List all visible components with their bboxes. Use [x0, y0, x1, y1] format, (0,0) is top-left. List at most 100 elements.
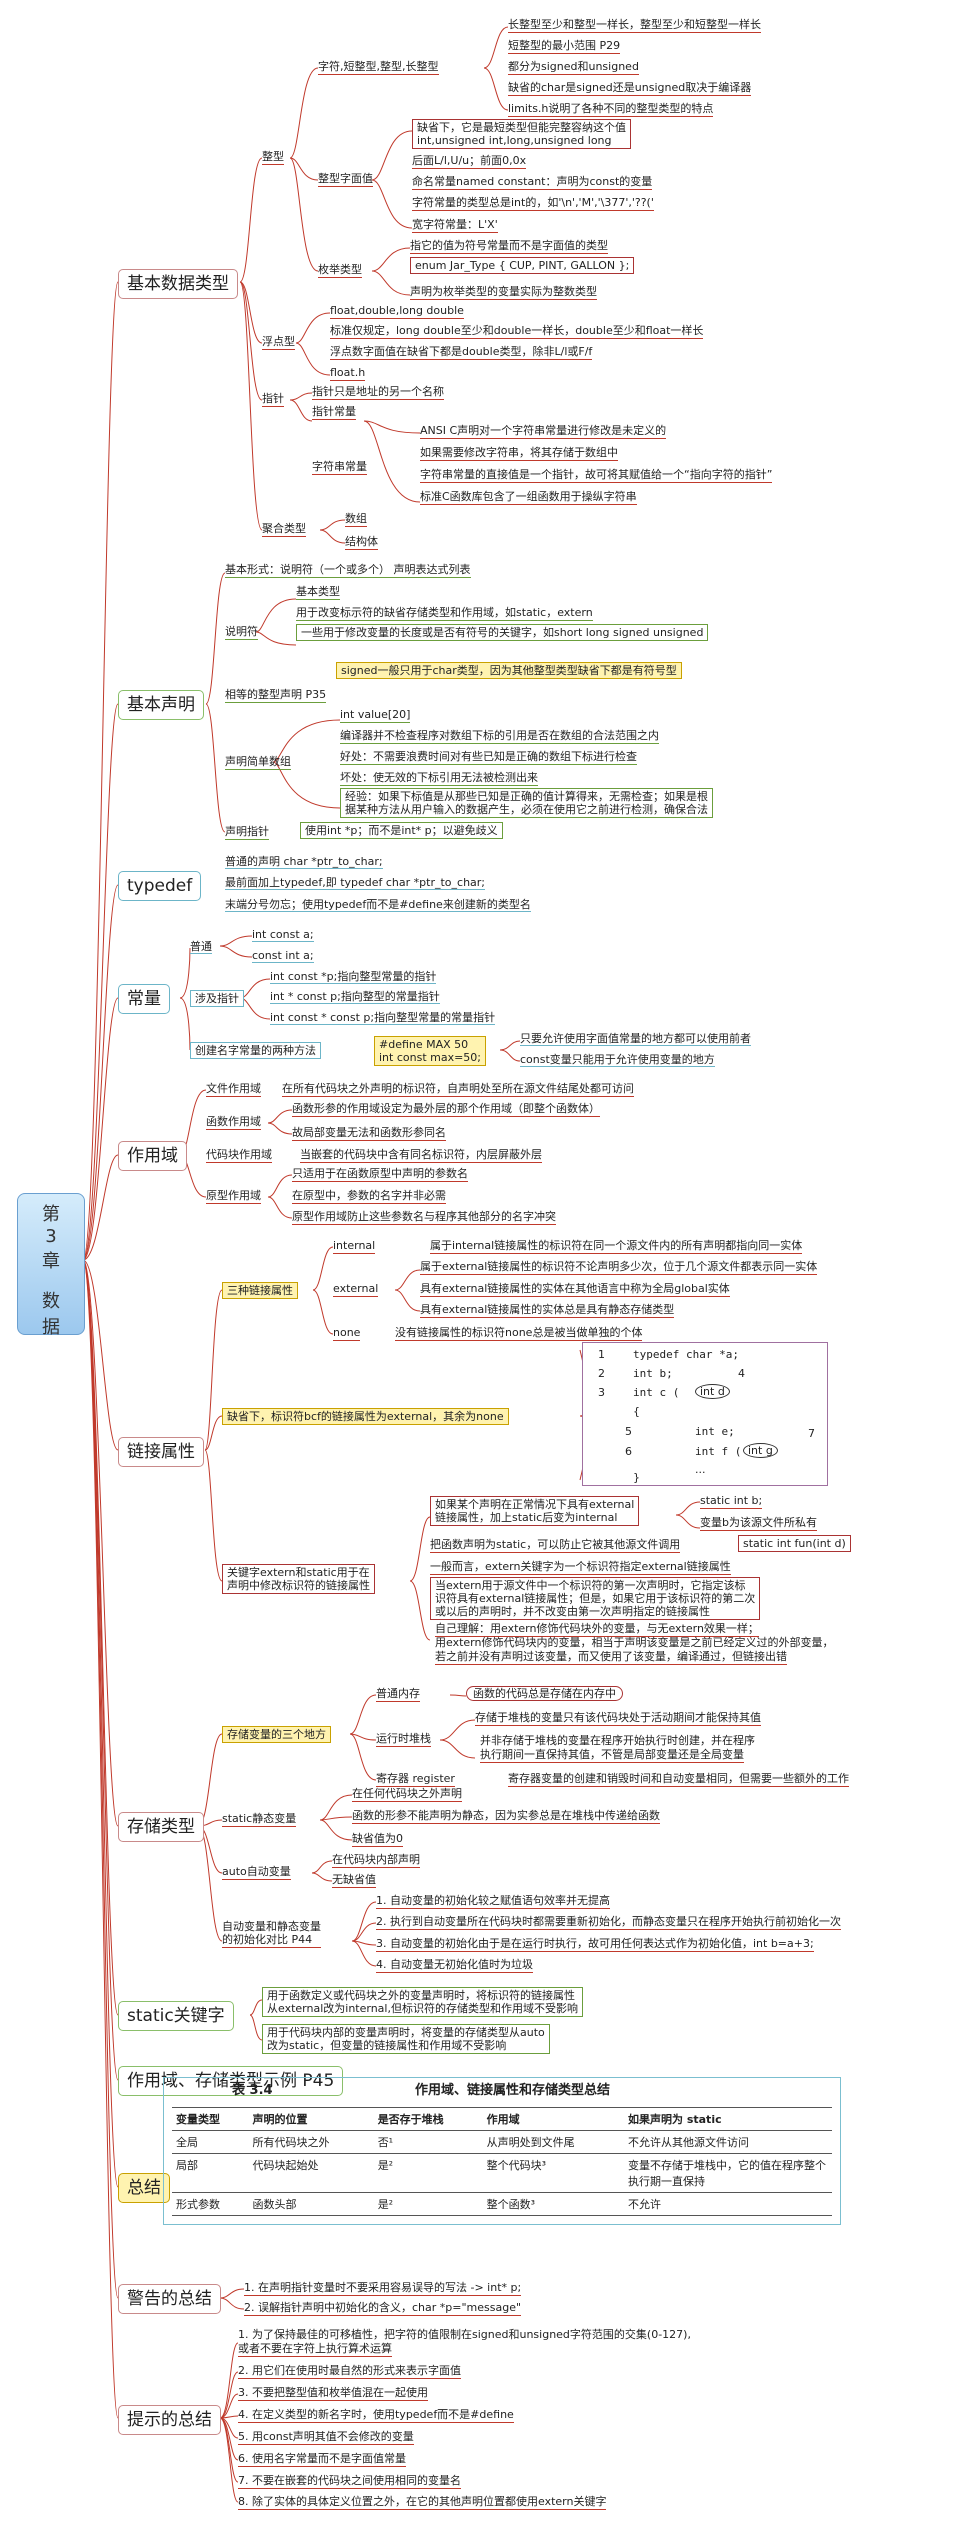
node-named-const-methods[interactable]: 创建名字常量的两种方法 — [190, 1042, 321, 1059]
leaf: 长整型至少和整型一样长，整型至少和短整型一样长 — [508, 18, 761, 33]
root-node-chapter-3[interactable]: 第 3 章 数 据 — [17, 1193, 85, 1338]
node-external[interactable]: external — [333, 1282, 379, 1297]
table-header: 声明的位置 — [248, 2107, 374, 2131]
node-aggregate[interactable]: 聚合类型 — [262, 522, 306, 537]
leaf: 4. 在定义类型的新名字时，使用typedef而不是#define — [238, 2408, 514, 2423]
node-default-linkage[interactable]: 缺省下，标识符bcf的链接属性为external，其余为none — [222, 1408, 509, 1425]
leaf: 具有external链接属性的实体在其他语言中称为全局global实体 — [420, 1282, 730, 1297]
leaf: 属于external链接属性的标识符不论声明多少次，位于几个源文件都表示同一实体 — [420, 1260, 818, 1275]
leaf: 或者不要在字符上执行算术运算 — [238, 2342, 392, 2357]
node-specifier[interactable]: 说明符 — [225, 625, 258, 640]
leaf: 执行期间一直保持其值，不管是局部变量还是全局变量 — [480, 1748, 744, 1763]
leaf: 5. 用const声明其值不会修改的变量 — [238, 2430, 414, 2445]
leaf-box: enum Jar_Type { CUP, PINT, GALLON }; — [410, 257, 635, 274]
node-runtime-stack[interactable]: 运行时堆栈 — [376, 1732, 431, 1747]
leaf: int const * const p;指向整型常量的常量指针 — [270, 1011, 496, 1025]
node-plain[interactable]: 普通 — [190, 940, 212, 954]
table-header: 作用域 — [482, 2107, 624, 2131]
leaf: 宽字符常量：L'X' — [412, 218, 498, 233]
leaf: 寄存器变量的创建和销毁时间和自动变量相同，但需要一些额外的工作 — [508, 1772, 849, 1787]
code-line: ... — [695, 1463, 706, 1476]
code-num: 3 — [598, 1386, 605, 1399]
category-basic-declarations[interactable]: 基本声明 — [118, 690, 204, 720]
leaf: limits.h说明了各种不同的整型类型的特点 — [508, 102, 714, 117]
node-block-scope[interactable]: 代码块作用域 — [206, 1148, 272, 1163]
category-typedef[interactable]: typedef — [118, 871, 202, 901]
leaf: 无缺省值 — [332, 1873, 376, 1888]
leaf: 编译器并不检查程序对数组下标的引用是否在数组的合法范围之内 — [340, 729, 659, 744]
summary-table-frame — [163, 2077, 841, 2225]
node-string-literal[interactable]: 字符串常量 — [312, 460, 367, 475]
leaf: 结构体 — [345, 535, 378, 550]
leaf: 2. 误解指针声明中初始化的含义，char *p="message" — [244, 2301, 522, 2316]
code-num: 1 — [598, 1348, 605, 1361]
node-auto-variable[interactable]: auto自动变量 — [222, 1865, 291, 1880]
node-internal[interactable]: internal — [333, 1239, 376, 1254]
leaf-box: 经验：如果下标值是从那些已知是正确的值计算得来，无需检查；如果是根据某种方法从用… — [340, 788, 713, 818]
category-storage-class[interactable]: 存储类型 — [118, 1812, 204, 1842]
category-constants[interactable]: 常量 — [118, 984, 170, 1014]
leaf: 若之前并没有声明过该变量，而又使用了该变量，编译通过，但链接出错 — [435, 1650, 787, 1665]
category-tips-summary[interactable]: 提示的总结 — [118, 2405, 221, 2435]
root-char: 第 — [42, 1204, 60, 1225]
leaf: 用extern修饰代码块内的变量，相当于声明该变量是之前已经定义过的外部变量， — [435, 1636, 834, 1649]
leaf: const变量只能用于允许使用变量的地方 — [520, 1053, 715, 1067]
leaf: 2. 用它们在使用时最自然的形式来表示字面值 — [238, 2364, 461, 2379]
leaf: 数组 — [345, 512, 367, 527]
node-enum[interactable]: 枚举类型 — [318, 263, 362, 278]
leaf: 短整型的最小范围 P29 — [508, 39, 621, 54]
node-none[interactable]: none — [333, 1326, 361, 1341]
leaf: 指针只是地址的另一个名称 — [312, 385, 444, 400]
code-line: typedef char *a; — [633, 1348, 739, 1361]
node-three-linkages[interactable]: 三种链接属性 — [222, 1282, 298, 1299]
root-char: 据 — [42, 1317, 60, 1338]
leaf-box: 用于函数定义或代码块之外的变量声明时，将标识符的链接属性从external改为i… — [262, 1987, 583, 2017]
category-warnings-summary[interactable]: 警告的总结 — [118, 2284, 221, 2314]
leaf: 都分为signed和unsigned — [508, 60, 639, 75]
leaf: 存储于堆栈的变量只有该代码块处于活动期间才能保持其值 — [475, 1711, 761, 1726]
code-example-box: 1 typedef char *a; 2 int b; 3 int c ( in… — [582, 1342, 828, 1486]
node-integer-kinds[interactable]: 字符,短整型,整型,长整型 — [318, 60, 439, 75]
node-involving-pointer[interactable]: 涉及指针 — [190, 990, 244, 1007]
leaf: 只要允许使用字面值常量的地方都可以使用前者 — [520, 1032, 751, 1046]
node-normal-memory[interactable]: 普通内存 — [376, 1687, 420, 1702]
node-file-scope[interactable]: 文件作用域 — [206, 1082, 261, 1097]
leaf: 1. 在声明指针变量时不要采用容易误导的写法 -> int* p; — [244, 2281, 522, 2296]
category-scope-storage-example[interactable]: 作用域、存储类型示例 P45 — [118, 2066, 344, 2096]
category-basic-data-types[interactable]: 基本数据类型 — [118, 269, 238, 299]
node-float[interactable]: 浮点型 — [262, 335, 295, 350]
node-register[interactable]: 寄存器 register — [376, 1772, 455, 1787]
leaf: 末端分号勿忘；使用typedef而不是#define来创建新的类型名 — [225, 898, 531, 912]
node-static-variable[interactable]: static静态变量 — [222, 1812, 297, 1827]
leaf-box: static int fun(int d) — [738, 1535, 851, 1552]
node-extern-static[interactable]: 关键字extern和static用于在声明中修改标识符的链接属性 — [222, 1564, 375, 1594]
node-init-compare[interactable]: 自动变量和静态变量的初始化对比 P44 — [222, 1920, 321, 1948]
node-pointer[interactable]: 指针 — [262, 392, 284, 407]
code-line: } — [633, 1471, 640, 1484]
leaf: 坏处：使无效的下标引用无法被检测出来 — [340, 771, 538, 786]
leaf: const int a; — [252, 949, 314, 963]
node-function-scope[interactable]: 函数作用域 — [206, 1115, 261, 1130]
node-prototype-scope[interactable]: 原型作用域 — [206, 1189, 261, 1204]
leaf: int * const p;指向整型的常量指针 — [270, 990, 440, 1004]
node-pointer-decl[interactable]: 声明指针 — [225, 825, 269, 840]
node-three-storage-places[interactable]: 存储变量的三个地方 — [222, 1726, 331, 1743]
code-num: 6 — [625, 1445, 632, 1458]
category-scope[interactable]: 作用域 — [118, 1141, 187, 1171]
leaf: 只适用于在函数原型中声明的参数名 — [292, 1167, 468, 1182]
leaf: 在所有代码块之外声明的标识符，自声明处至所在源文件结尾处都可访问 — [282, 1082, 634, 1097]
leaf: 相等的整型声明 P35 — [225, 688, 327, 703]
category-summary[interactable]: 总结 — [118, 2173, 170, 2203]
node-integer[interactable]: 整型 — [262, 150, 284, 165]
category-static-keyword[interactable]: static关键字 — [118, 2001, 234, 2031]
node-integer-literal[interactable]: 整型字面值 — [318, 172, 373, 187]
leaf: 一般而言，extern关键字为一个标识符指定external链接属性 — [430, 1560, 731, 1575]
leaf: 指针常量 — [312, 405, 356, 420]
node-simple-array[interactable]: 声明简单数组 — [225, 755, 291, 770]
category-linkage[interactable]: 链接属性 — [118, 1437, 204, 1467]
